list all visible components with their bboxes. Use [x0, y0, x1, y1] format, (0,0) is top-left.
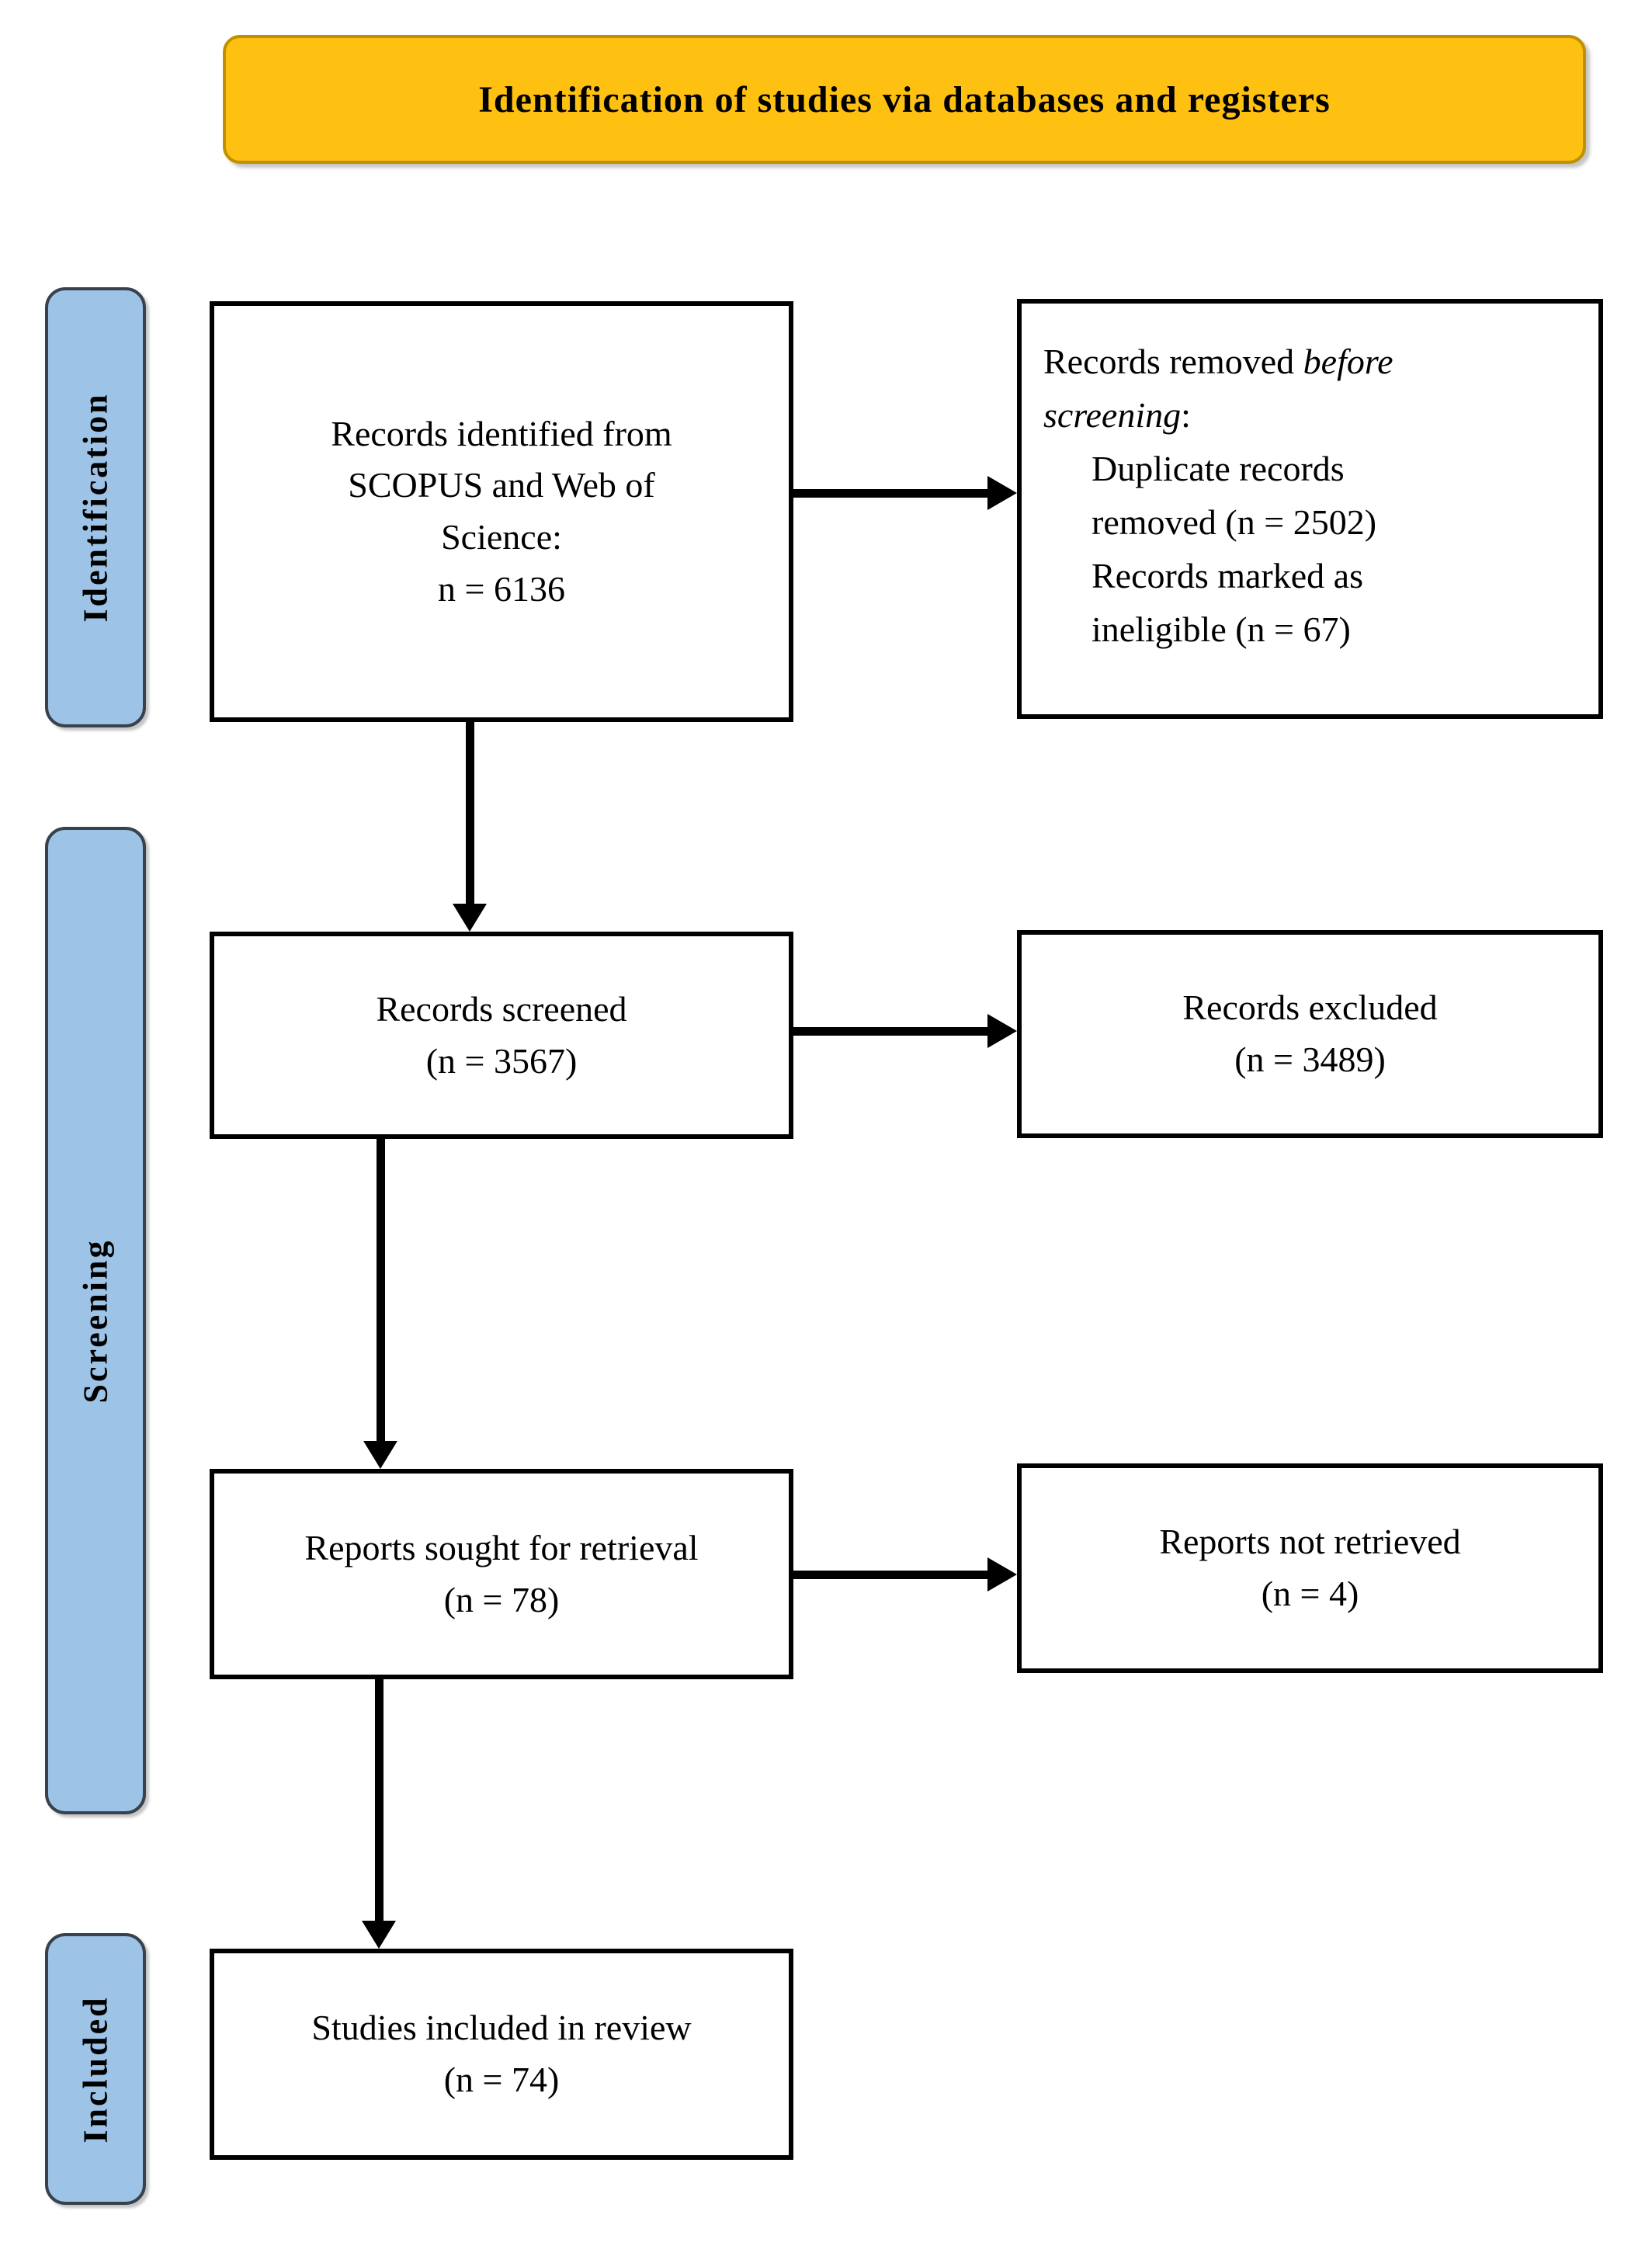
box-line: Reports sought for retrieval [304, 1527, 699, 1567]
arrow-identified-to-screened [466, 722, 474, 905]
box-records-removed: Records removed before screening: Duplic… [1017, 299, 1603, 719]
arrowhead-down-icon [453, 904, 487, 932]
stage-label-screening: Screening [76, 1238, 115, 1403]
arrowhead-right-icon [987, 1014, 1017, 1048]
stage-bar-identification: Identification [45, 287, 146, 727]
banner-title: Identification of studies via databases … [478, 78, 1331, 120]
box-line: Duplicate records removed (n = 2502) [1092, 449, 1377, 542]
box-line: (n = 3489) [1234, 1040, 1386, 1079]
box-line: Records excluded [1182, 988, 1438, 1028]
box-line: (n = 78) [443, 1579, 560, 1619]
box-line: (n = 4) [1261, 1574, 1359, 1613]
arrow-sought-to-included [375, 1679, 384, 1922]
stage-label-included: Included [76, 1994, 115, 2144]
arrowhead-down-icon [363, 1441, 397, 1469]
box-line: Reports not retrieved [1159, 1522, 1461, 1562]
box-reports-sought: Reports sought for retrieval (n = 78) [210, 1469, 793, 1679]
box-line: n = 6136 [438, 568, 565, 609]
removed-intro-prefix: Records removed [1043, 342, 1303, 381]
arrowhead-right-icon [987, 1557, 1017, 1592]
box-line: (n = 3567) [425, 1040, 578, 1081]
arrow-sought-to-not-retrieved [793, 1571, 989, 1579]
box-line: Studies included in review [311, 2008, 692, 2048]
box-reports-not-retrieved: Reports not retrieved (n = 4) [1017, 1463, 1603, 1673]
removed-intro-suffix: : [1181, 395, 1191, 435]
box-line: Records removed before screening: [1043, 335, 1478, 442]
box-line: Science: [441, 517, 562, 557]
box-studies-included: Studies included in review (n = 74) [210, 1949, 793, 2160]
arrow-screened-to-sought [377, 1139, 385, 1442]
stage-bar-screening: Screening [45, 827, 146, 1814]
arrow-screened-to-excluded [793, 1027, 989, 1036]
arrowhead-right-icon [987, 476, 1017, 510]
banner: Identification of studies via databases … [223, 35, 1586, 164]
removed-intro-italic: before screening [1043, 342, 1393, 435]
stage-label-identification: Identification [76, 392, 115, 623]
arrowhead-down-icon [362, 1921, 396, 1949]
arrow-identified-to-removed [793, 489, 989, 498]
box-line: Records identified from [331, 413, 672, 453]
box-line: (n = 74) [443, 2060, 560, 2099]
box-line: SCOPUS and Web of [348, 465, 655, 505]
box-records-screened: Records screened (n = 3567) [210, 932, 793, 1139]
box-records-excluded: Records excluded (n = 3489) [1017, 930, 1603, 1138]
box-line: Records marked as ineligible (n = 67) [1092, 556, 1363, 649]
box-records-identified: Records identified from SCOPUS and Web o… [210, 301, 793, 722]
box-line: Records screened [376, 988, 627, 1029]
stage-bar-included: Included [45, 1933, 146, 2205]
